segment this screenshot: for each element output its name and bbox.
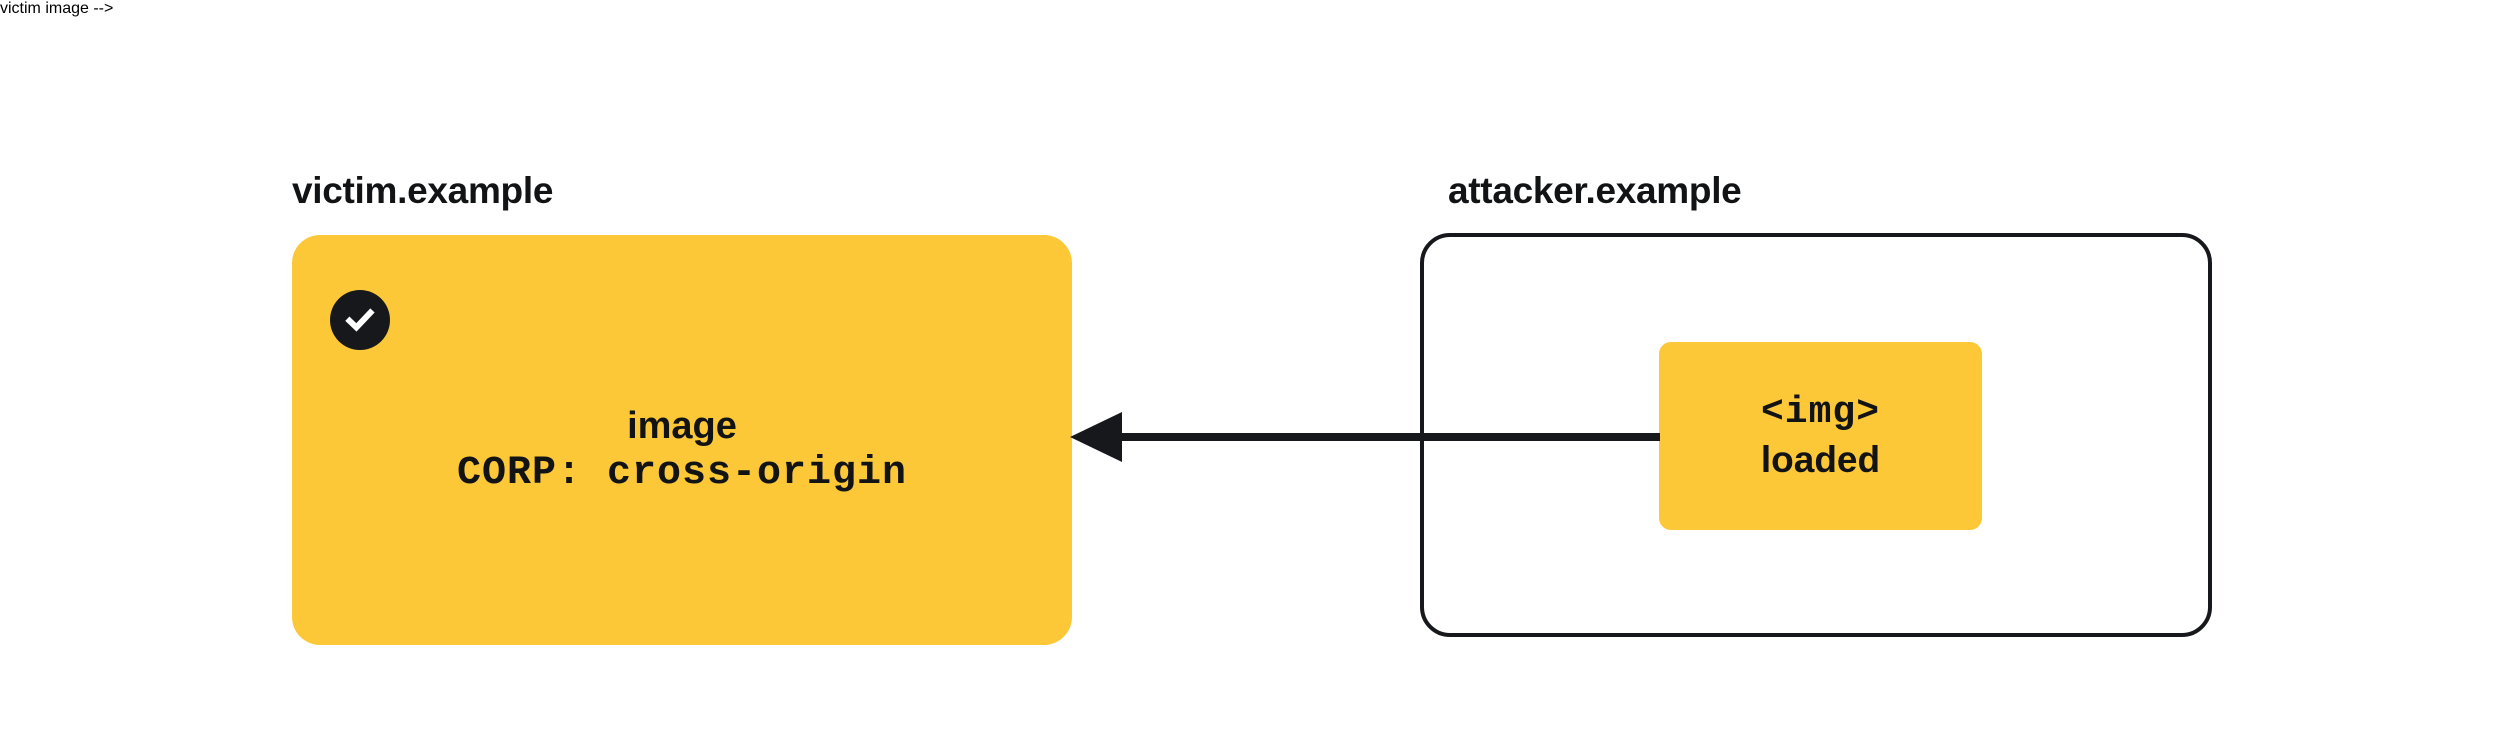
check-circle-icon [330,290,390,350]
img-state-label: loaded [1760,439,1881,480]
attacker-context-box: <img> loaded [1420,233,2212,637]
img-tag-label: <img> [1760,391,1881,434]
victim-resource-box: image CORP: cross-origin [292,235,1072,645]
victim-resource-text: image CORP: cross-origin [292,403,1072,499]
corp-header-value: CORP: cross-origin [456,451,908,496]
victim-origin-label: victim.example [292,170,554,211]
resource-name: image [627,405,737,447]
img-element-chip: <img> loaded [1659,342,1982,530]
attacker-origin-label: attacker.example [1448,170,1742,211]
